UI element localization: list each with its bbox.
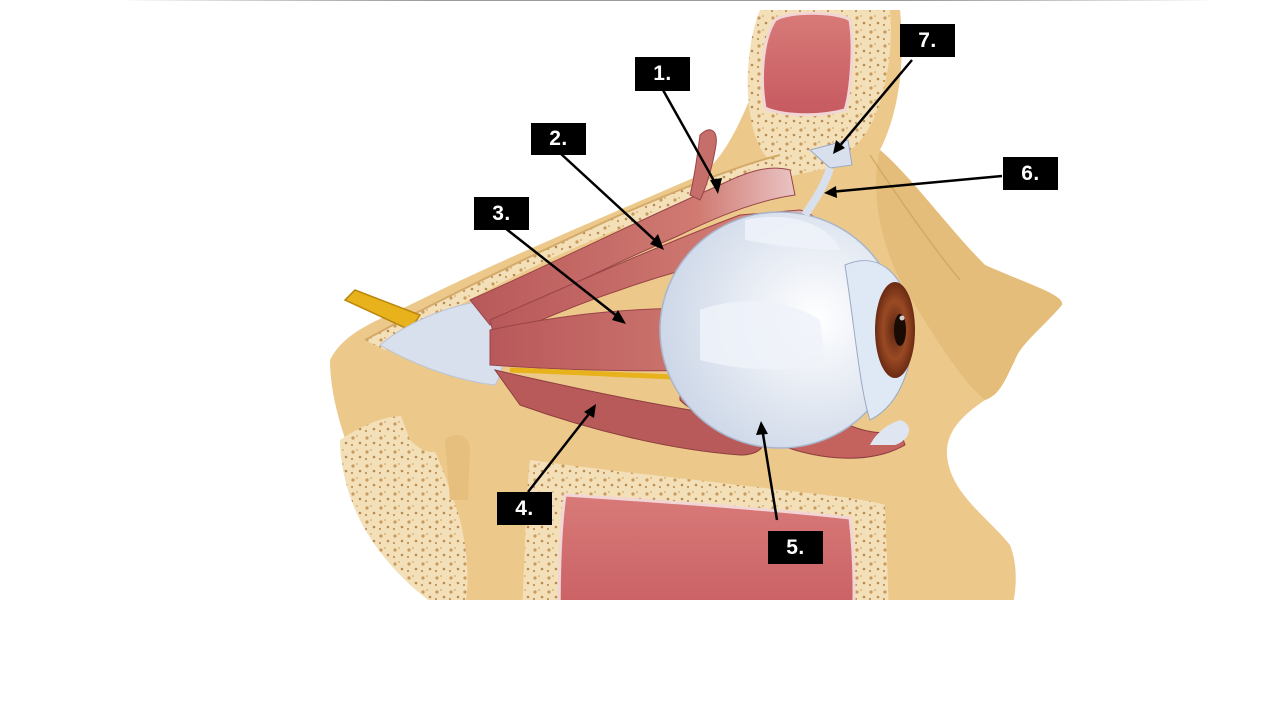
label-5: 5. <box>768 531 823 564</box>
arrowhead-2 <box>650 234 664 250</box>
arrowhead-1 <box>710 178 722 194</box>
leader-line-3 <box>504 227 623 321</box>
label-7: 7. <box>900 24 955 57</box>
label-1: 1. <box>635 57 690 91</box>
label-3: 3. <box>474 197 529 230</box>
leader-arrowheads <box>584 140 845 435</box>
leader-line-5 <box>760 427 779 521</box>
label-2: 2. <box>531 123 586 155</box>
arrowhead-4 <box>584 404 596 418</box>
leader-line-6 <box>829 174 1003 194</box>
label-6: 6. <box>1003 157 1058 190</box>
leader-line-2 <box>559 152 661 246</box>
leader-lines <box>504 59 1003 521</box>
leader-line-4 <box>527 409 593 493</box>
label-4: 4. <box>497 492 552 525</box>
arrowhead-3 <box>612 310 626 324</box>
arrowhead-5 <box>756 421 768 435</box>
arrowhead-6 <box>824 186 837 198</box>
leader-line-1 <box>661 89 720 189</box>
arrowhead-7 <box>833 140 845 154</box>
leader-line-7 <box>837 59 913 149</box>
